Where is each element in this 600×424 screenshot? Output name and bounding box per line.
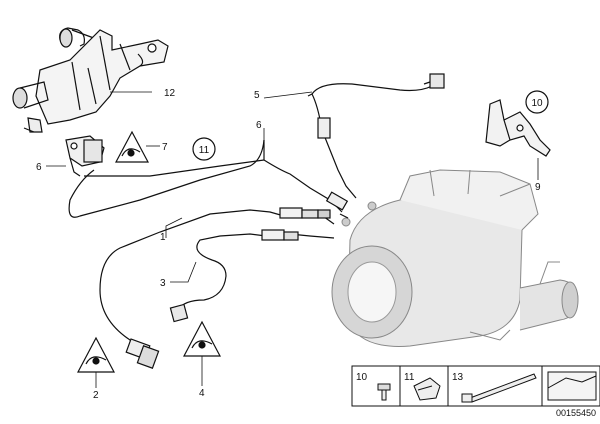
callout-6-top: 6 [256,120,262,131]
callout-6-left: 6 [36,162,42,173]
leader-lines [46,91,539,388]
callout-1: 1 [160,232,166,243]
callout-7: 7 [162,142,168,153]
cable-tie-icon [461,373,537,403]
warning-label-4 [183,320,221,357]
callout-11-label: 11 [199,145,210,156]
parts-legend: 10 11 13 [351,365,600,407]
callout-12: 12 [164,88,176,99]
callout-3: 3 [160,278,166,289]
warning-label-2 [77,336,115,373]
exhaust-housing [331,169,579,347]
warning-label-7 [115,130,149,163]
lambda-sensor-1 [99,207,335,369]
callout-10-label: 10 [531,98,543,109]
legend-item-10-label: 10 [356,372,368,383]
mounting-bracket [12,27,169,177]
legend-item-13-label: 13 [452,372,464,383]
callout-9: 9 [535,182,541,193]
heat-shield-bracket [485,99,551,157]
temp-sensor-6 [68,139,349,219]
callout-10-circle [525,90,549,114]
callout-5: 5 [254,90,260,101]
page-fold-icon [547,371,597,401]
diagram-part-number: 00155450 [556,408,596,418]
lambda-sensor-3 [169,229,335,323]
callout-11-circle [192,137,216,161]
bolt-icon [377,383,391,401]
temp-sensor-5 [307,73,445,199]
clip-icon [413,377,441,401]
legend-item-11-label: 11 [404,372,415,383]
callout-4: 4 [199,388,205,399]
callout-2: 2 [93,390,99,401]
